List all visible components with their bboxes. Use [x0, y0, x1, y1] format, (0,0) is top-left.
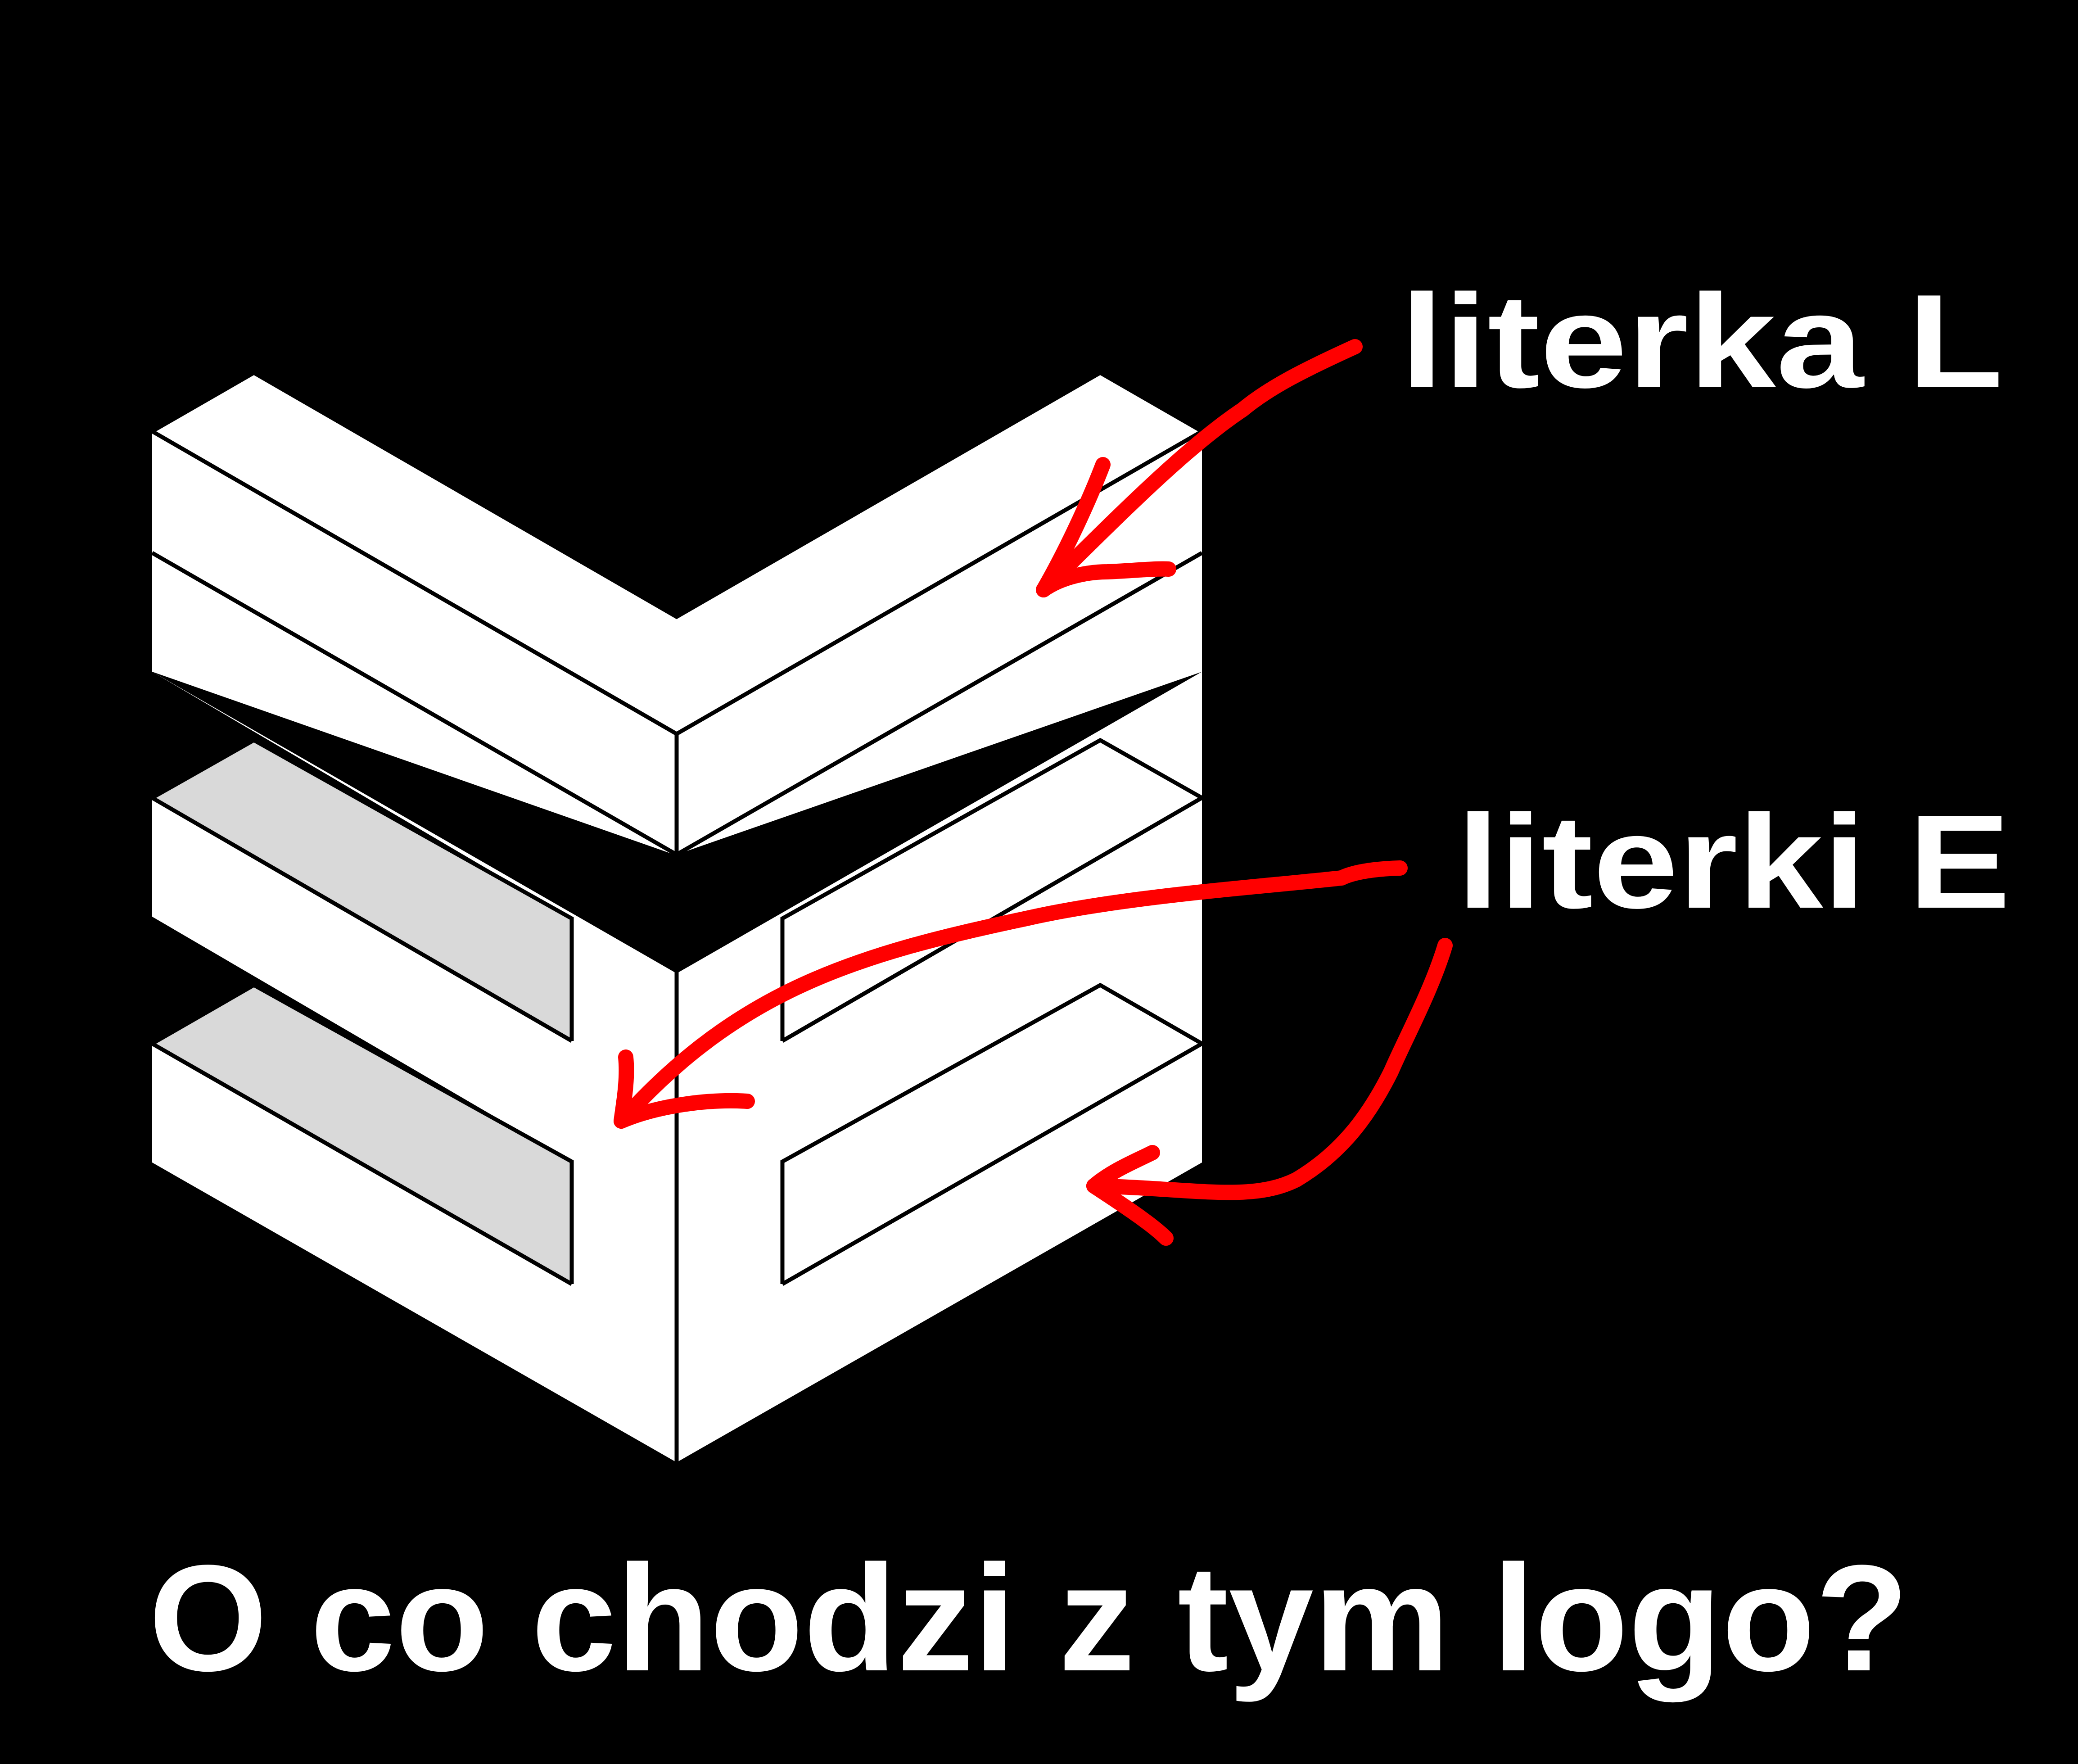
e-mid-left-inner: [253, 738, 574, 1041]
arrow-head-letter-l-b: [1036, 561, 1176, 597]
arrow-icon-letter-l: [1036, 339, 1363, 597]
label-letters-e: literki E: [1457, 787, 2010, 936]
logo-outlines: [151, 370, 1206, 1462]
arrow-head-letters-e-right-b: [1086, 1178, 1174, 1246]
e-mid-left-edge: [151, 796, 573, 1043]
l-mid-edge-right: [675, 551, 1203, 856]
l-top-outline: [151, 370, 1203, 620]
arrow-head-letters-e-left-b: [614, 1093, 755, 1129]
question-caption: O co chodzi z tym logo?: [149, 1534, 1909, 1704]
l-block-side-left: [152, 431, 677, 855]
arrow-head-letter-l-a: [1036, 457, 1111, 597]
e-low-left-inner: [151, 982, 574, 1284]
e-low-right-inner: [780, 982, 1206, 1286]
body-right-face: [677, 672, 1202, 1462]
l-top-edge-left: [151, 430, 678, 736]
arrow-icon-letters-e-left: [614, 860, 1408, 1129]
label-letter-l: literka L: [1400, 267, 2003, 416]
l-mid-edge-left: [151, 551, 678, 856]
l-block-top-right-face: [677, 373, 1202, 734]
e-middle-left-top-face: [152, 740, 572, 1041]
e-low-left-edge: [151, 1042, 573, 1286]
arrows: [614, 339, 1453, 1246]
e-mid-right-inner: [780, 737, 1206, 1043]
l-top-edge-right: [675, 430, 1203, 736]
e-lower-left-top-face: [152, 985, 572, 1284]
arrow-head-letters-e-right-a: [1086, 1145, 1160, 1194]
body-left-face: [152, 672, 677, 1462]
l-block-top-left-face: [152, 373, 677, 734]
isometric-logo: [151, 370, 1206, 1462]
arrow-icon-letters-e-right: [1086, 938, 1453, 1200]
e-mid-left-cap: [151, 738, 255, 800]
